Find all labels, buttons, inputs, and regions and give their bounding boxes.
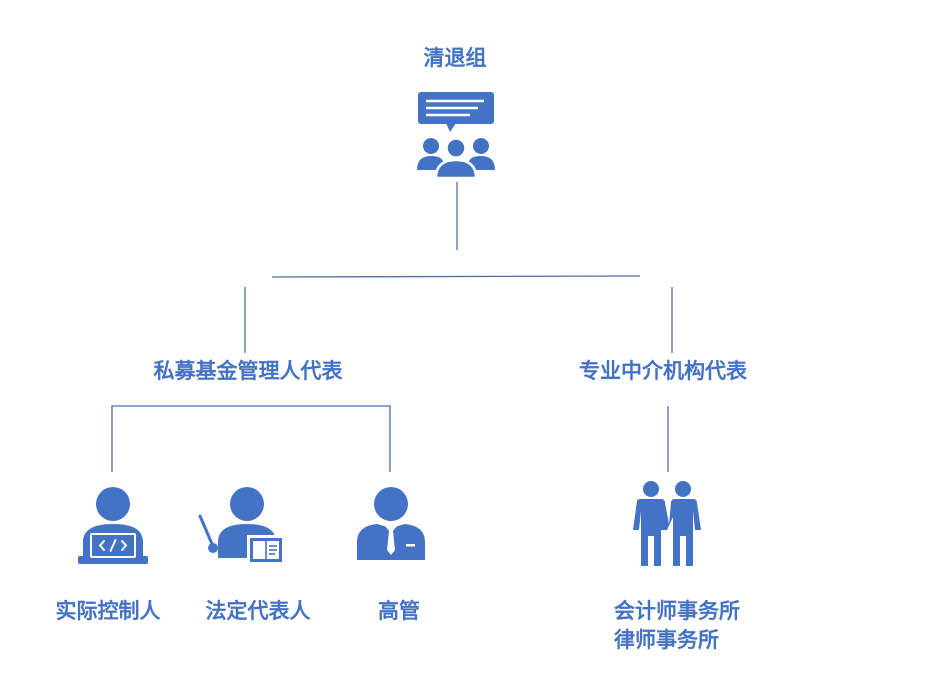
two-people-icon (633, 481, 701, 566)
programmer-laptop-icon (78, 487, 148, 564)
leaf-executive-label: 高管 (378, 599, 420, 623)
leaf-actual-controller-label: 实际控制人 (55, 599, 161, 623)
branch-fund-manager-label: 私募基金管理人代表 (153, 359, 343, 383)
root-bar-line (271, 275, 641, 278)
intermediary-accounting-firm-label: 会计师事务所 (614, 599, 740, 623)
branch-intermediary-label: 专业中介机构代表 (579, 359, 747, 383)
executive-icon (357, 487, 425, 560)
leaf-legal-representative-label: 法定代表人 (205, 599, 311, 623)
leaders-bracket-line (111, 405, 391, 472)
team-discussion-icon (417, 92, 495, 178)
intermediary-law-firm-label: 律师事务所 (614, 628, 719, 652)
presenter-icon (198, 487, 285, 565)
root-title: 清退组 (423, 46, 487, 70)
